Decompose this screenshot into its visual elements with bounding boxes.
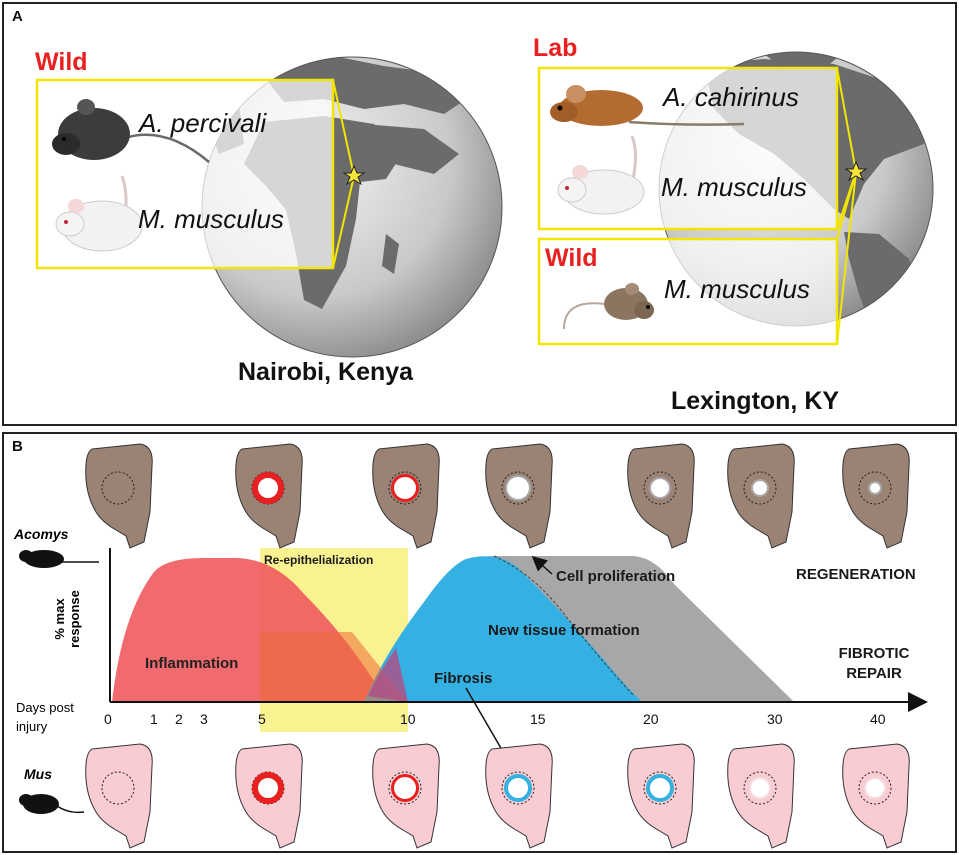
reepithelialization-label: Re-epithelialization [264,553,374,567]
fibrotic-repair-label: FIBROTIC REPAIR [838,645,910,682]
organism-acomys: Acomys [14,526,69,542]
tick-label: 2 [175,711,183,727]
regeneration-label: REGENERATION [796,566,916,583]
wound-ear-icon [727,443,795,549]
panel-a-label: A [12,8,23,25]
wound-ear-icon [727,743,795,849]
tick-label: 10 [400,711,416,727]
mouse-m-musculus-wild [563,283,654,330]
lab-title: Lab [533,34,578,62]
tick-label: 20 [643,711,659,727]
cell-proliferation-label: Cell proliferation [556,568,676,585]
city-lexington: Lexington, KY [671,387,840,415]
tick-label: 5 [258,711,266,727]
species-a-cahirinus: A. cahirinus [663,82,799,112]
acomys-ear-series [85,443,910,549]
wound-ear-icon [235,743,303,849]
species-m-musculus-kenya: M. musculus [138,204,284,234]
wound-ear-icon [485,443,553,549]
wound-ear-icon [627,743,695,849]
wound-ear-icon [842,443,910,549]
panel-a: A [2,2,957,426]
wild-box-kentucky [537,237,839,346]
tick-label: 0 [104,711,112,727]
wound-ear-icon [485,743,553,849]
panel-b-label: B [12,438,23,455]
inflammation-label: Inflammation [145,655,239,672]
new-tissue-formation-label: New tissue formation [488,622,640,639]
species-a-percivali: A. percivali [139,108,267,138]
x-axis-label: Days post injury [16,700,74,734]
panel-b: B [2,432,957,853]
new-tissue-formation-area [364,556,642,702]
wound-ear-icon [372,743,440,849]
y-axis-label: % max response [52,590,82,648]
species-m-musculus-lab: M. musculus [661,172,807,202]
panel-a-graphics [35,51,934,358]
wound-ear-icon [85,443,153,549]
mouse-m-musculus-white-lab [557,135,645,215]
city-nairobi: Nairobi, Kenya [238,358,414,386]
wound-ear-icon [842,743,910,849]
fibrosis-label: Fibrosis [434,670,493,687]
wound-ear-icon [235,443,303,549]
mouse-a-percivali [52,99,210,163]
tick-label: 15 [530,711,546,727]
tick-label: 3 [200,711,208,727]
wound-ear-icon [85,743,153,849]
tick-label: 1 [150,711,158,727]
wild-title-kentucky: Wild [545,244,598,272]
wound-ear-icon [627,443,695,549]
acomys-silhouette-icon [19,550,99,568]
organism-mus: Mus [24,766,52,782]
species-m-musculus-wild: M. musculus [664,274,810,304]
tick-label: 40 [870,711,886,727]
mouse-a-cahirinus [550,85,745,126]
cell-proliferation-arrow [531,556,553,575]
mus-ear-series [85,743,910,849]
location-star-nairobi [342,164,366,186]
mouse-m-musculus-white-kenya [55,175,143,252]
location-star-lexington [844,160,868,182]
wild-title-kenya: Wild [35,48,88,76]
panel-b-graphics [19,443,928,849]
wound-ear-icon [372,443,440,549]
mus-silhouette-icon [19,794,85,814]
tick-label: 30 [767,711,783,727]
